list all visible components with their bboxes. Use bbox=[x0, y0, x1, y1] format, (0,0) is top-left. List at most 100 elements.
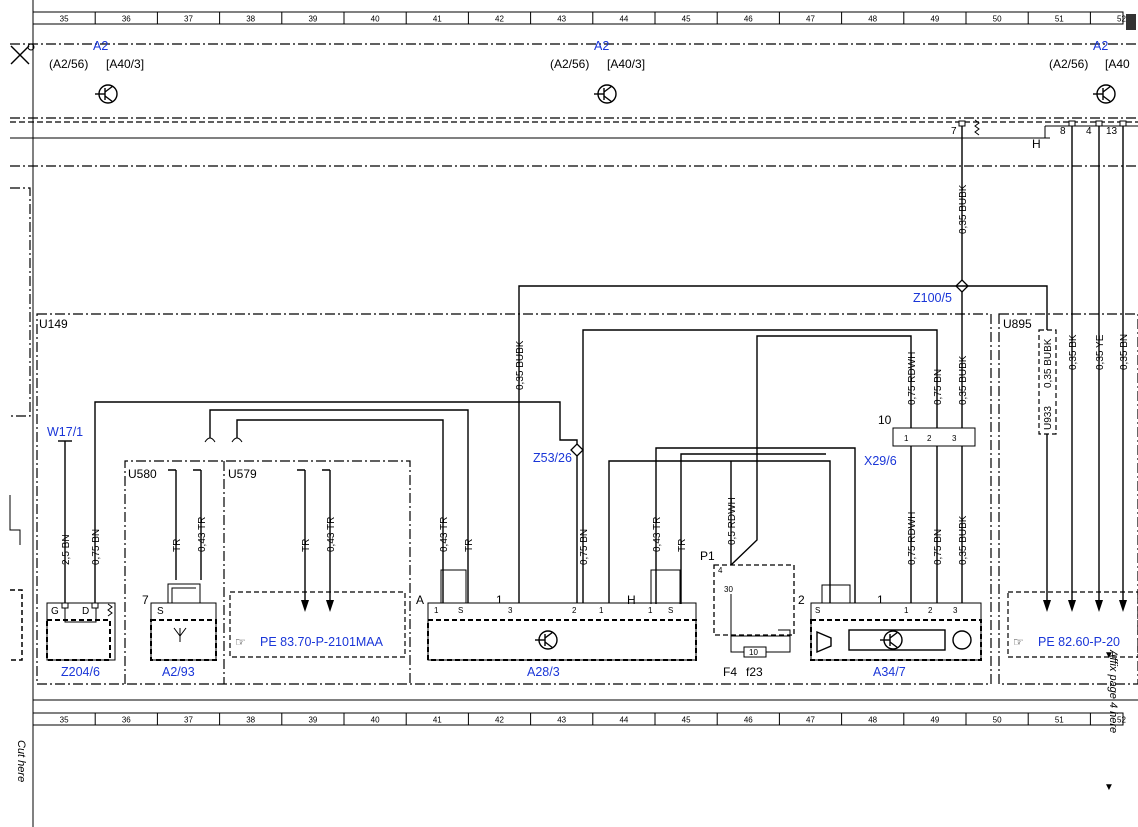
fuse-value: 10 bbox=[749, 648, 758, 657]
ruler-column-label: 35 bbox=[60, 15, 69, 24]
transistor-icon bbox=[535, 630, 558, 650]
wire-bn-x29-bot: 0,75 BN bbox=[933, 529, 944, 565]
ruler-column-label: 50 bbox=[993, 716, 1002, 725]
pin-a-a28: A bbox=[416, 593, 424, 607]
pin-3-a34: 3 bbox=[953, 606, 958, 615]
ruler-column-label: 45 bbox=[682, 15, 691, 24]
z100-label: Z100/5 bbox=[913, 291, 952, 305]
wire-bubk-x29-top: 0,35 BUBK bbox=[958, 355, 969, 405]
wire-bn-u895: 0,35 BN bbox=[1119, 334, 1130, 370]
ruler-column-label: 45 bbox=[682, 716, 691, 725]
ruler-column-label: 36 bbox=[122, 716, 131, 725]
a2-label-1: A2 bbox=[93, 39, 108, 53]
affix-page-text: Affix page 4 here bbox=[1107, 649, 1119, 733]
ruler-column-label: 36 bbox=[122, 15, 131, 24]
a2-label-2: A2 bbox=[594, 39, 609, 53]
pin-13-top: 13 bbox=[1106, 126, 1118, 137]
u895-frame bbox=[998, 313, 1138, 685]
wire-tr-pe: TR bbox=[301, 539, 312, 552]
ruler-column-label: 40 bbox=[371, 716, 380, 725]
arrow-down-icon: ▼ bbox=[1104, 782, 1114, 793]
ruler-column-label: 49 bbox=[930, 716, 939, 725]
pe-left-ref: PE 83.70-P-2101MAA bbox=[260, 635, 384, 649]
transistor-icon bbox=[95, 84, 118, 104]
connector-a40-3-3: [A40 bbox=[1105, 57, 1130, 71]
wire-bn75-z204: 0,75 BN bbox=[91, 529, 102, 565]
u149-frame bbox=[36, 313, 992, 685]
ruler-column-label: 51 bbox=[1055, 15, 1064, 24]
wire-bn-x29-top: 0,75 BN bbox=[933, 369, 944, 405]
pin-s-a34: S bbox=[815, 606, 820, 615]
transistor-icon bbox=[880, 630, 903, 650]
p1-label: P1 bbox=[700, 549, 715, 563]
wire-tr43-pe: 0,43 TR bbox=[326, 517, 337, 552]
u933-label: U933 bbox=[1043, 406, 1054, 430]
x29-label: X29/6 bbox=[864, 454, 897, 468]
label-h-top: H bbox=[1032, 137, 1041, 151]
z53-label: Z53/26 bbox=[533, 451, 572, 465]
wire-bubk-x29-bot: 0,35 BUBK bbox=[958, 515, 969, 565]
transistor-icon bbox=[594, 84, 617, 104]
pin-7-a2-93: 7 bbox=[142, 593, 149, 607]
pin-1-a28: 1 bbox=[434, 606, 439, 615]
a28-component bbox=[427, 602, 697, 661]
scissors-icon bbox=[10, 43, 35, 65]
pin-1-a28-left: 1 bbox=[496, 593, 503, 607]
cut-here-text: Cut here bbox=[15, 740, 27, 782]
wire-tr-a28b: TR bbox=[677, 539, 688, 552]
ruler-column-label: 50 bbox=[993, 15, 1002, 24]
pin-h-a28: H bbox=[627, 593, 636, 607]
pin-30-p1: 30 bbox=[724, 585, 733, 594]
ruler-column-label: 39 bbox=[308, 716, 317, 725]
wire-rdwh-x29-bot: 0,75 RDWH bbox=[907, 512, 918, 565]
p1-frame bbox=[713, 564, 795, 636]
wire-bubk-u895: 0,35 BUBK bbox=[1043, 338, 1054, 388]
connector-a40-3-1: [A40/3] bbox=[106, 57, 144, 71]
pin-8-top: 8 bbox=[1060, 126, 1066, 137]
transistor-icon bbox=[1093, 84, 1116, 104]
u579-label: U579 bbox=[228, 467, 257, 481]
pin-4-p1: 4 bbox=[718, 566, 723, 575]
wire-bn75-a28: 0,75 BN bbox=[579, 529, 590, 565]
wire-ye-u895: 0,35 YE bbox=[1095, 334, 1106, 370]
camera-icon bbox=[816, 629, 972, 654]
f23-label: f23 bbox=[746, 665, 763, 679]
connector-a40-3-2: [A40/3] bbox=[607, 57, 645, 71]
a28-label: A28/3 bbox=[527, 665, 560, 679]
ruler-column-label: 37 bbox=[184, 15, 193, 24]
ruler-column-label: 38 bbox=[246, 15, 255, 24]
a2-label-3: A2 bbox=[1093, 39, 1108, 53]
connector-a2-56-1: (A2/56) bbox=[49, 57, 88, 71]
ruler-column-label: 35 bbox=[60, 716, 69, 725]
ruler-column-label: 44 bbox=[619, 15, 628, 24]
antenna-icon bbox=[173, 627, 187, 642]
connector-a2-56-2: (A2/56) bbox=[550, 57, 589, 71]
wire-rdwh05: 0,5 RDWH bbox=[727, 497, 738, 545]
ruler-column-label: 44 bbox=[619, 716, 628, 725]
ruler-column-label: 49 bbox=[930, 15, 939, 24]
f4-label: F4 bbox=[723, 665, 737, 679]
pin-s-a28: S bbox=[458, 606, 463, 615]
u895-label: U895 bbox=[1003, 317, 1032, 331]
pin-3-x29: 3 bbox=[952, 434, 957, 443]
pe-left-pointer-icon: ☞ bbox=[235, 635, 246, 649]
ruler-column-label: 48 bbox=[868, 15, 877, 24]
ruler-column-label: 43 bbox=[557, 15, 566, 24]
pin-7-top: 7 bbox=[951, 126, 957, 137]
document-icon bbox=[1126, 14, 1136, 30]
wire-tr43-a2-93: 0,43 TR bbox=[197, 517, 208, 552]
u580-label: U580 bbox=[128, 467, 157, 481]
ruler-column-label: 40 bbox=[371, 15, 380, 24]
ruler-column-label: 46 bbox=[744, 15, 753, 24]
arrow-down-icon: ▼ bbox=[1104, 650, 1114, 661]
pin-1-a28b: 1 bbox=[599, 606, 604, 615]
wire-rdwh-x29-top: 0,75 RDWH bbox=[907, 352, 918, 405]
pin-10-x29: 10 bbox=[878, 413, 892, 427]
pin-4-top: 4 bbox=[1086, 126, 1092, 137]
wire-tr-a28: TR bbox=[464, 539, 475, 552]
pe-right-ref: PE 82.60-P-20 bbox=[1038, 635, 1120, 649]
pin-s-a2-93: S bbox=[157, 606, 164, 617]
